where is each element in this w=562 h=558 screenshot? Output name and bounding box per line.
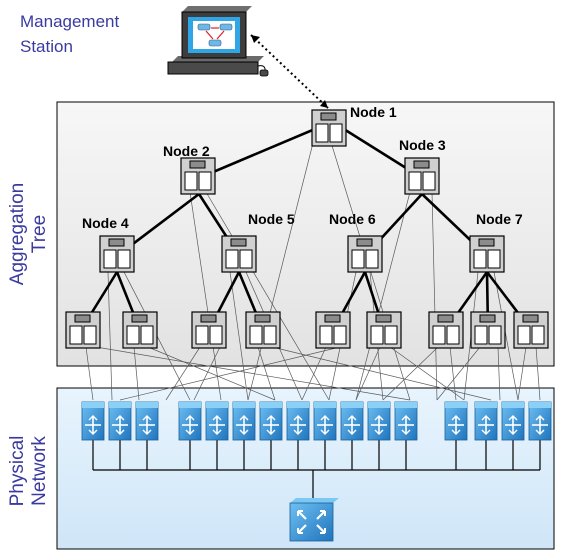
physical-switch-icon [528,401,552,441]
physical-switch-icon [178,401,202,441]
node-5-label: Node 5 [248,211,295,227]
physical-bus [92,440,541,503]
physical-switch-icon [135,401,159,441]
physical-switch-icon [81,401,105,441]
physical-switch-icon [444,401,468,441]
leaf-node-icon [470,311,506,349]
physical-switch-icon [108,401,132,441]
physical-switch-icon [394,401,418,441]
core-switch-icon [289,498,339,542]
leaf-node-icon [315,311,351,349]
node-3-label: Node 3 [399,137,446,153]
physical-switch-icon [313,401,337,441]
physical-switch-icon [501,401,525,441]
management-link-arrow-top [251,35,260,43]
management-link-arrow-bottom [320,100,328,108]
physical-network-label-line2: Network [29,436,50,506]
node-6-icon [347,235,383,273]
leaf-node-icon [428,311,464,349]
physical-switch-icon [232,401,256,441]
node-6-label: Node 6 [329,211,376,227]
management-station-title-line2: Station [20,37,73,56]
node-3-icon [404,157,440,195]
aggregation-tree-label-line2: Tree [29,215,50,253]
leaf-node-icon [65,311,101,349]
node-4-icon [99,235,135,273]
node-4-label: Node 4 [82,215,129,231]
leaf-node-icon [366,311,402,349]
management-station-title-line1: Management [20,12,120,31]
node-1-label: Node 1 [350,104,397,120]
leaf-node-icon [191,311,227,349]
physical-switch-icon [474,401,498,441]
physical-switch-icon [259,401,283,441]
node-7-label: Node 7 [476,211,523,227]
leaf-node-icon [245,311,281,349]
aggregation-tree-label-line1: Aggregation [7,183,28,285]
physical-switch-icon [367,401,391,441]
node-7-icon [469,235,505,273]
physical-switch-icon [340,401,364,441]
leaf-node-icon [122,311,158,349]
node-2-label: Node 2 [163,143,210,159]
physical-network-label-line1: Physical [7,436,28,507]
node-5-icon [221,235,257,273]
physical-switch-icon [286,401,310,441]
physical-switch-icon [205,401,229,441]
leaf-node-icon [513,311,549,349]
management-station-computer-icon [167,6,269,77]
node-1-icon [311,109,347,147]
node-2-icon [180,157,216,195]
